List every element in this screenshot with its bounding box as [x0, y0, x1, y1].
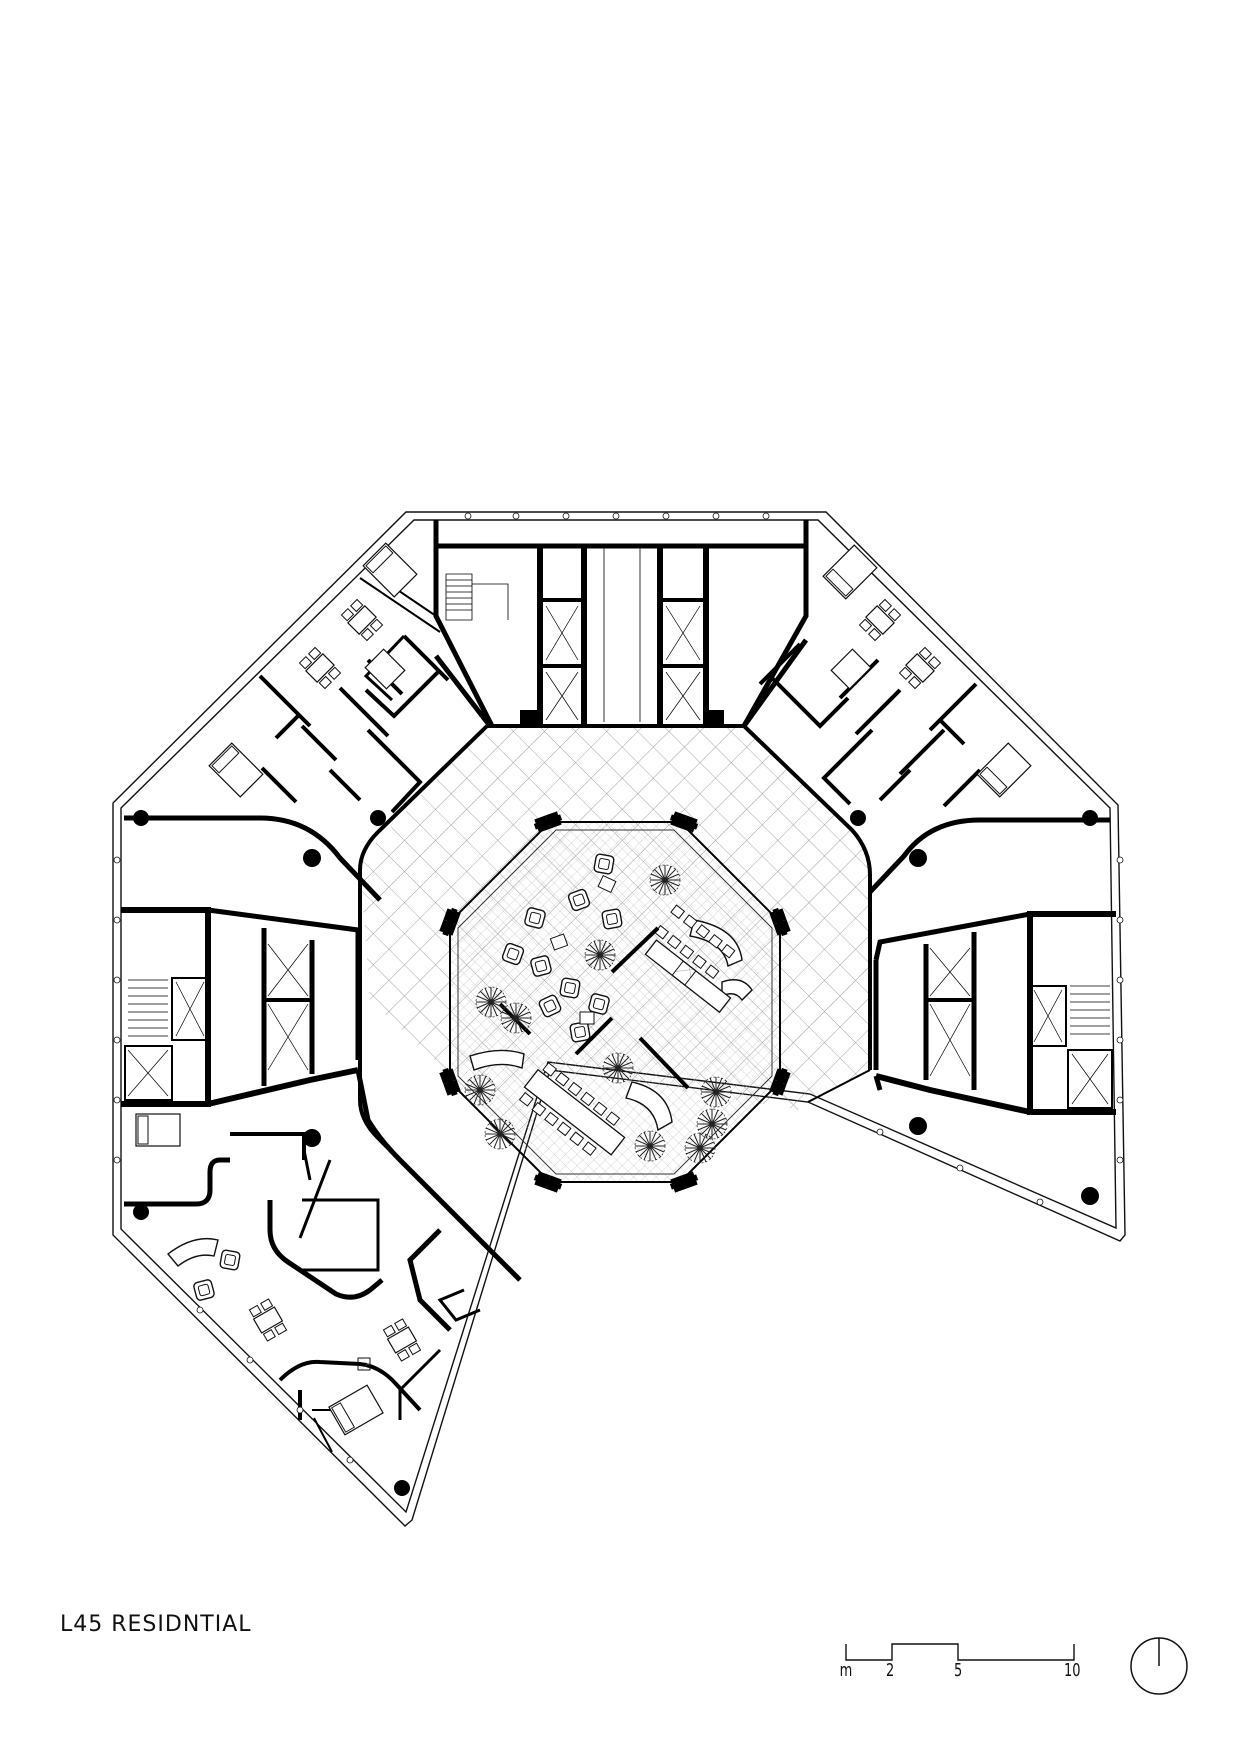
structural-columns — [133, 810, 1099, 1496]
scale-tick-label: 2 — [886, 1660, 895, 1681]
facade-mullions — [113, 856, 1124, 1464]
north-arrow-icon — [1130, 1637, 1188, 1695]
facade-mullions-top — [464, 512, 770, 520]
scale-unit-label: m — [839, 1660, 853, 1681]
scale-tick-label: 5 — [954, 1660, 963, 1681]
lower-left-furniture — [135, 1113, 422, 1436]
scale-tick-label: 10 — [1064, 1660, 1081, 1681]
upper-left-furniture — [208, 542, 418, 798]
scale-bar — [845, 1643, 1075, 1661]
upper-right-furniture — [822, 544, 1032, 798]
lounge-furniture — [464, 852, 753, 1164]
apartment-lower-right — [807, 1069, 883, 1103]
right-core — [873, 911, 1116, 1115]
left-core — [121, 907, 361, 1107]
drawing-title: L45 RESIDNTIAL — [60, 1612, 252, 1637]
top-core — [433, 520, 809, 728]
central-lounge-inner-edge — [457, 829, 773, 1175]
